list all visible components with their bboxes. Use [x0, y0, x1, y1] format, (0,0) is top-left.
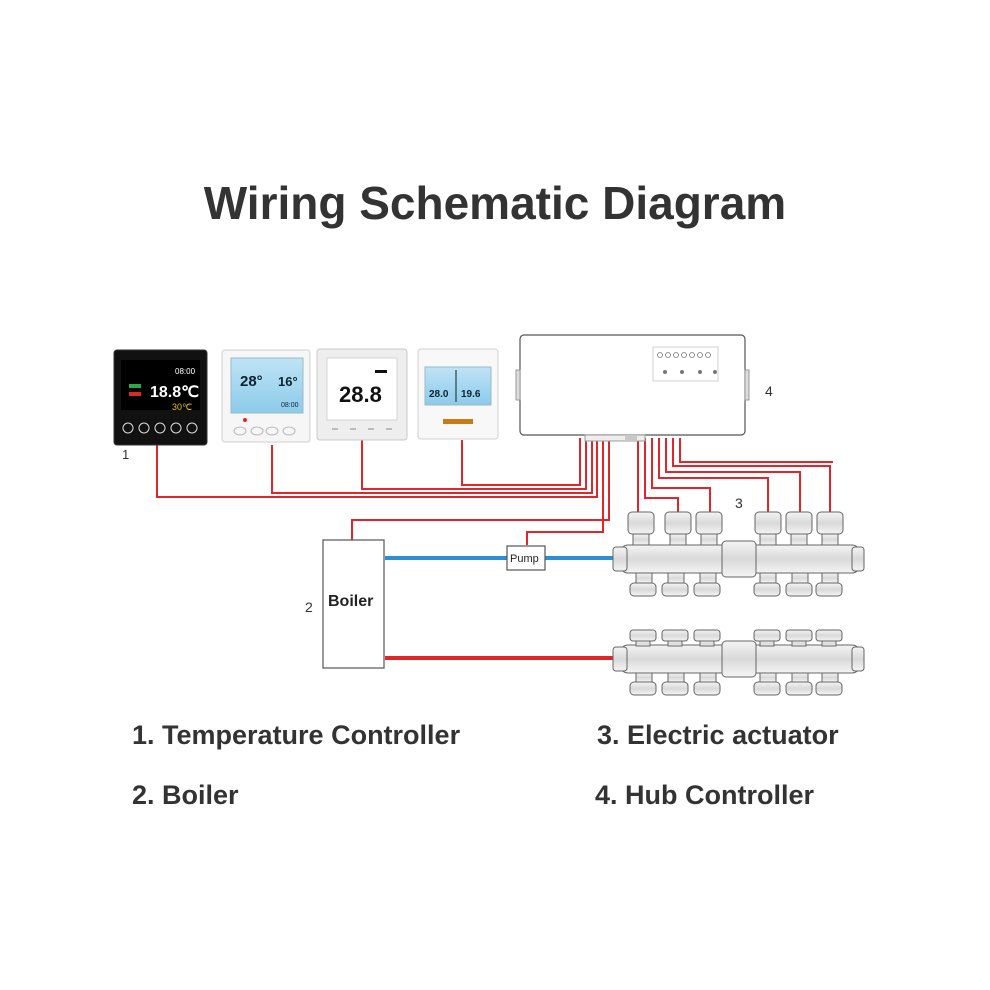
- signal-wires: [156, 438, 833, 545]
- thermostat-2-set: 28°: [240, 373, 263, 390]
- hub-controller: [515, 334, 750, 442]
- legend-item-4: 4. Hub Controller: [595, 780, 815, 810]
- marker-1: 1: [122, 447, 129, 462]
- legend-item-3: 3. Electric actuator: [597, 720, 839, 750]
- thermostat-white-slim: 28.0 19.6: [417, 348, 499, 440]
- actuator: [816, 511, 844, 546]
- legend-item-1: 1. Temperature Controller: [132, 720, 461, 750]
- manifold-supply: [612, 540, 865, 597]
- wire-thermostat-3: [361, 438, 587, 490]
- thermostat-4-left: 28.0: [429, 389, 449, 400]
- thermostat-1-temp: 18.8℃: [150, 384, 199, 401]
- boiler: [322, 539, 385, 669]
- marker-2: 2: [305, 599, 313, 615]
- thermostat-1-clock: 08:00: [175, 367, 196, 376]
- actuator: [627, 511, 655, 546]
- thermostat-2-time: 08:00: [281, 402, 299, 409]
- actuator: [695, 511, 723, 546]
- marker-4: 4: [765, 383, 773, 399]
- wire-actuator-3: [651, 438, 711, 512]
- wire-actuator-6: [672, 438, 831, 512]
- actuator: [664, 511, 692, 546]
- thermostat-1-subtemp: 30℃: [172, 402, 192, 412]
- actuator: [785, 511, 813, 546]
- boiler-label: Boiler: [328, 593, 373, 610]
- thermostat-3-temp: 28.8: [339, 382, 382, 407]
- wire-thermostat-2: [271, 438, 593, 494]
- electric-actuators: [627, 511, 844, 546]
- wire-actuator-5: [665, 438, 801, 512]
- thermostat-white-blue: 28° 16° 08:00: [221, 349, 311, 443]
- thermostat-black: 08:00 18.8℃ 30℃: [113, 349, 208, 446]
- actuator: [754, 511, 782, 546]
- wire-thermostat-4: [461, 438, 581, 486]
- thermostat-white-mono: 28.8: [316, 348, 408, 441]
- wire-pump: [526, 438, 604, 545]
- wire-actuator-2: [644, 438, 679, 512]
- marker-3: 3: [735, 495, 743, 511]
- legend-item-2: 2. Boiler: [132, 780, 239, 810]
- wire-thermostat-1: [156, 438, 598, 498]
- wire-boiler: [351, 438, 610, 540]
- wire-actuator-4: [658, 438, 769, 512]
- pump: [506, 545, 546, 571]
- manifold-return: [612, 629, 865, 696]
- pump-label: Pump: [510, 553, 539, 565]
- thermostat-4-right: 19.6: [461, 389, 481, 400]
- thermostat-2-room: 16°: [278, 374, 298, 389]
- diagram-title: Wiring Schematic Diagram: [203, 177, 787, 229]
